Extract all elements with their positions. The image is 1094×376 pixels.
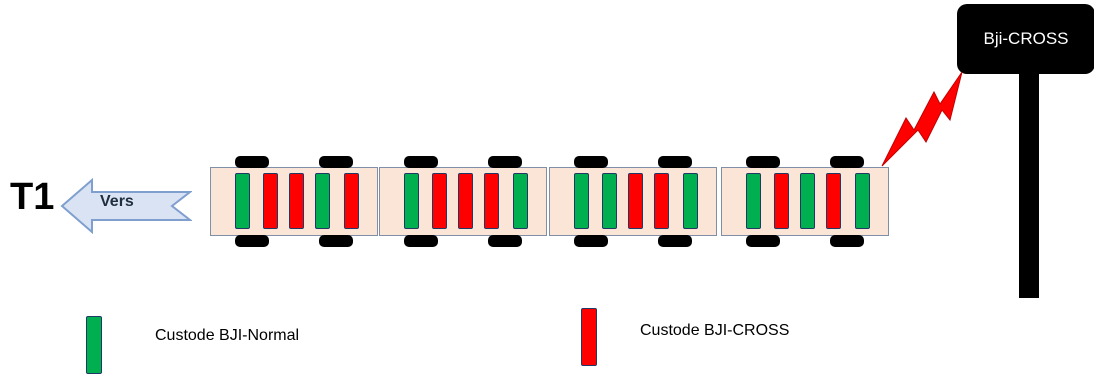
wheel [830,235,864,247]
wheel [235,235,269,247]
custode-normal [683,173,698,229]
direction-arrow-label: Vers [100,193,134,210]
wheel [658,235,692,247]
wheel [830,156,864,168]
custode-normal [235,173,250,229]
direction-arrow-icon [60,178,192,234]
wheel [488,156,522,168]
custode-cross [458,173,473,229]
destination-label: T1 [10,176,55,218]
custode-normal [800,173,815,229]
wheel [488,235,522,247]
custode-normal [513,173,528,229]
wheel [574,156,608,168]
custode-normal [574,173,589,229]
wheel [319,235,353,247]
wagon-2 [379,156,547,247]
wheel [404,235,438,247]
wheel [404,156,438,168]
custode-normal [315,173,330,229]
custode-cross [484,173,499,229]
legend-label-cross: Custode BJI-CROSS [640,322,790,339]
custode-cross [263,173,278,229]
sign-post [1019,60,1039,298]
legend-swatch-cross [581,308,597,366]
lightning-bolt-icon [881,71,963,167]
custode-cross [826,173,841,229]
wheel [574,235,608,247]
wagon-3 [549,156,717,247]
custode-cross [432,173,447,229]
custode-normal [855,173,870,229]
custode-cross [654,173,669,229]
custode-cross [774,173,789,229]
wheel [319,156,353,168]
legend-swatch-normal [86,316,102,374]
wagon-4 [721,156,889,247]
wheel [235,156,269,168]
sign-label: Bji-CROSS [983,29,1069,48]
wheel [746,156,780,168]
custode-cross [628,173,643,229]
custode-cross [289,173,304,229]
custode-normal [746,173,761,229]
wheel [746,235,780,247]
wheel [658,156,692,168]
wagon-1 [210,156,378,247]
custode-normal [602,173,617,229]
legend-label-normal: Custode BJI-Normal [155,327,300,344]
custode-normal [404,173,419,229]
custode-cross [344,173,359,229]
bji-cross-sign: Bji-CROSS [957,4,1094,74]
